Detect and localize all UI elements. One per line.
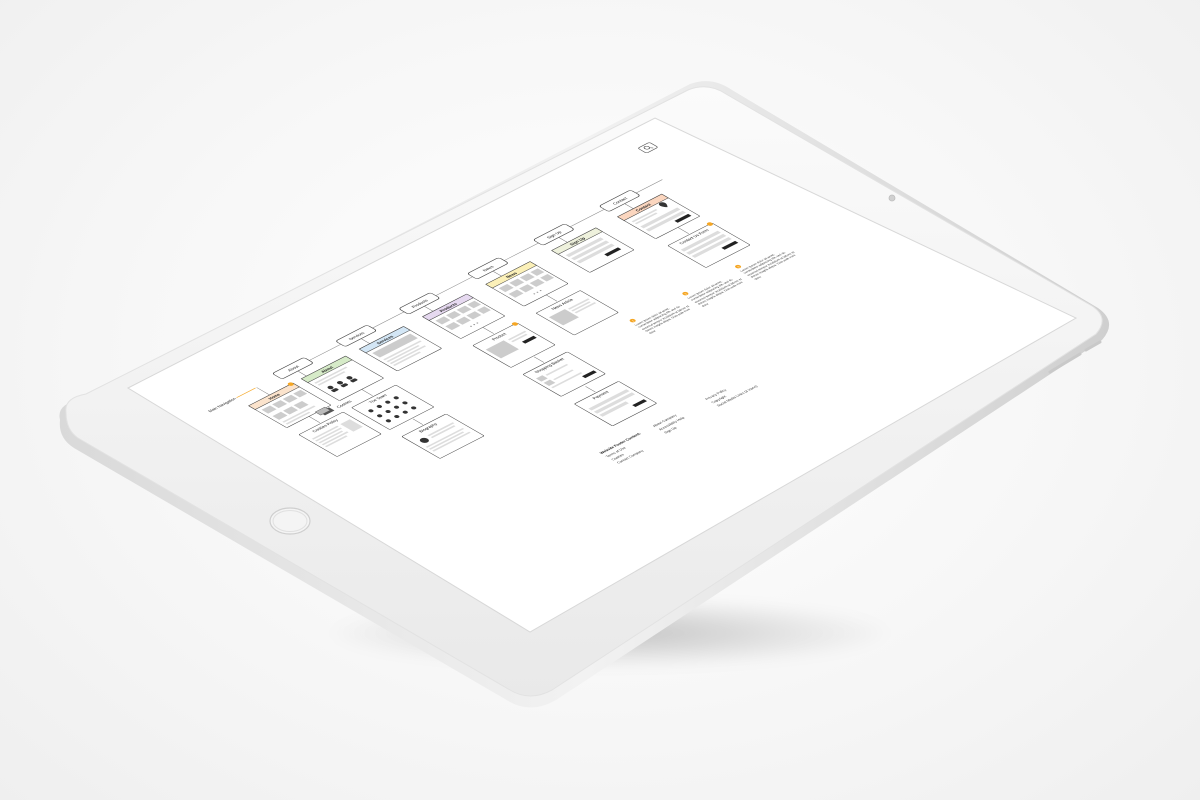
note-number: 2: [683, 292, 688, 295]
nav-connector-line: [236, 387, 256, 398]
front-camera: [888, 194, 896, 202]
page-card-services[interactable]: Services: [358, 326, 442, 371]
team-avatar-icons: [327, 376, 358, 393]
page-title-services: Services: [375, 334, 395, 345]
nav-item-sign-up[interactable]: Sign Up: [533, 224, 574, 246]
cookies-label: Cookies: [335, 399, 353, 408]
page-card-product[interactable]: Product: [471, 322, 556, 368]
home-button[interactable]: [269, 507, 311, 535]
note-2: 2 Lorem ipsum dolor sit amet, consectetu…: [682, 278, 744, 308]
footer-link[interactable]: Terms of Use: [605, 446, 627, 458]
page-card-contact[interactable]: Contact: [616, 193, 700, 239]
svg-text:Sign Up: Sign Up: [545, 230, 563, 240]
level-two-connectors: [308, 227, 690, 425]
nav-item-products[interactable]: Products: [399, 292, 440, 315]
note-1: 1 Lorem ipsum dolor sit amet, consectetu…: [629, 305, 692, 335]
tablet-device: [59, 81, 1110, 708]
profile-icon: [419, 437, 429, 443]
page-title-contact: Contact: [634, 202, 653, 212]
page-card-the-team[interactable]: The Team: [351, 385, 434, 430]
note-marker-2: [511, 322, 518, 326]
cookies-node[interactable]: Cookies: [314, 397, 353, 417]
page-card-about[interactable]: About: [300, 355, 384, 401]
note-number: 1: [631, 319, 636, 322]
volume-button: [1048, 352, 1082, 374]
page-title-products: Products: [438, 302, 459, 313]
page-card-payment[interactable]: Payment: [574, 381, 657, 426]
page-card-biography[interactable]: Biography: [402, 414, 484, 459]
page-card-news[interactable]: News: [485, 261, 568, 307]
page-card-products[interactable]: Products: [421, 293, 505, 339]
note-marker-3: [706, 222, 713, 226]
page-title-the-team: The Team: [367, 393, 388, 404]
team-grid-icons: [368, 396, 417, 423]
note-marker-1: [287, 382, 294, 386]
search-button[interactable]: [638, 142, 658, 153]
svg-text:About: About: [286, 364, 301, 372]
page-card-sign-up[interactable]: Sign Up: [551, 227, 634, 273]
map-pin-icon: [658, 202, 668, 208]
page-title-payment: Payment: [591, 390, 611, 400]
note-3: 3 Lorem ipsum dolor sit amet, consectetu…: [735, 251, 797, 281]
page-title-home: Home: [267, 392, 282, 400]
svg-text:Services: Services: [347, 331, 366, 341]
page-title-biography: Biography: [417, 422, 439, 433]
volume-button-2: [1084, 340, 1102, 352]
svg-text:Products: Products: [410, 299, 429, 309]
nav-item-contact[interactable]: Contact: [599, 190, 640, 212]
nav-connectors: [256, 203, 634, 396]
page-card-shopping-basket[interactable]: Shopping Basket: [523, 351, 606, 397]
page-card-contact-us-form[interactable]: Contact Us Form: [666, 222, 751, 268]
footer-link[interactable]: Sign Up: [663, 426, 678, 434]
notes-section: 1 Lorem ipsum dolor sit amet, consectetu…: [629, 251, 797, 335]
sitemap-screen: Main Navigation About Services Products …: [207, 142, 797, 464]
page-title-about: About: [319, 365, 335, 373]
note-number: 3: [736, 265, 741, 268]
page-title-news: News: [504, 271, 519, 279]
page-title-sign-up: Sign Up: [568, 236, 587, 246]
search-icon: [643, 145, 651, 150]
svg-text:News: News: [481, 265, 495, 272]
footer-link[interactable]: Cookies: [610, 453, 625, 461]
svg-text:Contact: Contact: [611, 196, 629, 205]
page-title-product: Product: [490, 332, 508, 341]
footer-link[interactable]: Copyright: [710, 395, 727, 404]
